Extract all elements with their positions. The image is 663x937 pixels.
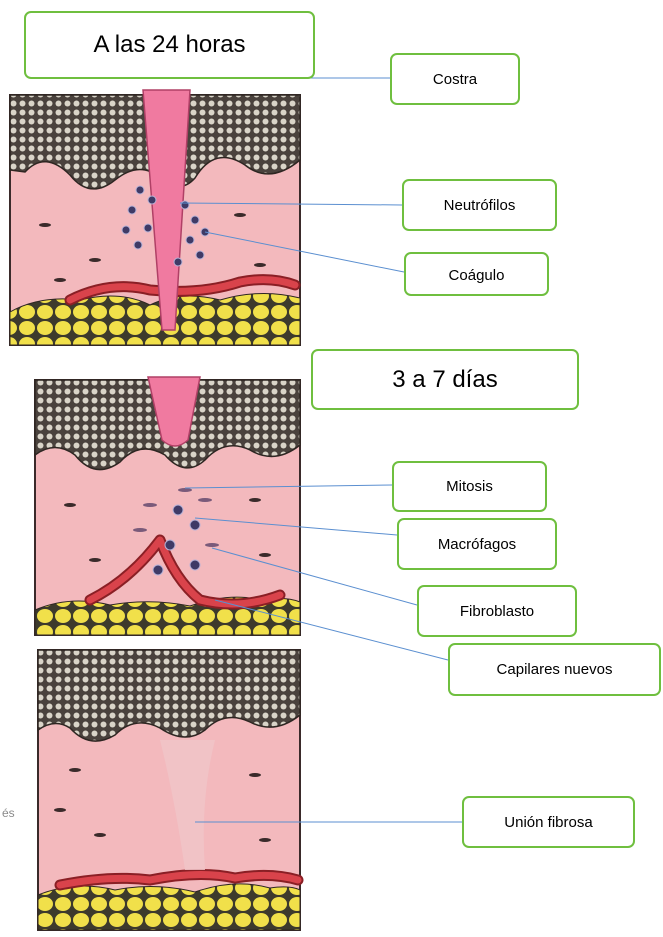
label-neutrofilos: Neutrófilos [402, 179, 557, 231]
panel-24-hours [10, 90, 300, 345]
panel-3-7-days [35, 377, 300, 635]
label-mitosis: Mitosis [392, 461, 547, 512]
margin-fragment: és [2, 806, 15, 820]
stage-title-24h: A las 24 horas [24, 11, 315, 79]
label-union-fibrosa: Unión fibrosa [462, 796, 635, 848]
label-costra: Costra [390, 53, 520, 105]
label-capilares-nuevos: Capilares nuevos [448, 643, 661, 696]
stage-title-3-7-days: 3 a 7 días [311, 349, 579, 410]
label-coagulo: Coágulo [404, 252, 549, 296]
panel-healed [38, 650, 300, 930]
fat-layer [38, 884, 300, 930]
label-macrofagos: Macrófagos [397, 518, 557, 570]
label-fibroblasto: Fibroblasto [417, 585, 577, 637]
